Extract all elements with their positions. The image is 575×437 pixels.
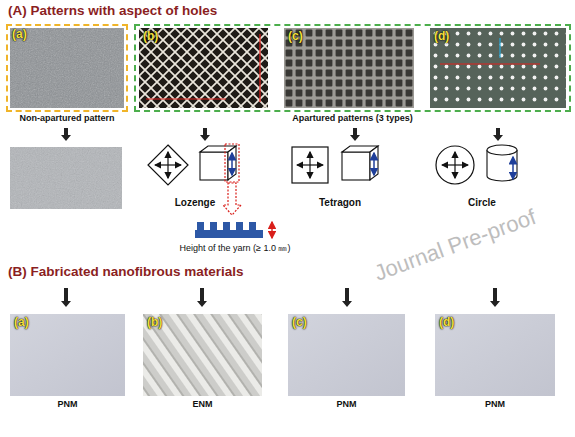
- photo-tag: (c): [292, 316, 307, 330]
- nonapertured-photo: [10, 28, 124, 108]
- tetragon-shape: [292, 147, 328, 183]
- direction-arrow: [167, 152, 168, 178]
- caption: Non-apartured pattern: [19, 113, 114, 123]
- pattern-photo: (b): [139, 28, 268, 108]
- height-arrow: [373, 153, 375, 175]
- membrane-photo: [288, 314, 405, 396]
- shape-label: Lozenge: [175, 197, 216, 209]
- yarn-tooth: [210, 222, 217, 230]
- photo-tag: (b): [143, 30, 158, 44]
- photo-tag: (b): [147, 316, 162, 330]
- pattern-photo: (c): [284, 28, 414, 108]
- watermark: Journal Pre-proof: [371, 204, 539, 286]
- section-heading: (A) Patterns with aspect of holes: [8, 3, 217, 19]
- yarn-tooth: [223, 222, 230, 230]
- scale-line: [440, 63, 540, 64]
- cube-side: [370, 146, 378, 180]
- cube-front: [200, 152, 228, 180]
- dimension-label: Height of the yarn (≥ 1.0 ㎜): [180, 243, 291, 253]
- pattern-photo: (d): [430, 28, 566, 108]
- zoom-arrow: [223, 183, 241, 215]
- zoom-box: [225, 144, 239, 182]
- cube-front: [342, 152, 370, 180]
- down-arrow: [61, 288, 71, 307]
- down-arrow: [350, 128, 360, 141]
- tetragon-photo: [284, 28, 414, 108]
- material-photo: (c)PNM: [288, 314, 405, 396]
- circle-shape: [436, 146, 474, 184]
- hole-shape: Lozenge: [145, 143, 245, 210]
- circle-photo: [430, 28, 566, 108]
- caption: PNM: [485, 399, 505, 409]
- down-arrow: [200, 128, 210, 141]
- direction-arrow: [309, 152, 310, 178]
- membrane-photo: [143, 314, 262, 396]
- lozenge-photo: [139, 28, 268, 108]
- yarn-tooth: [236, 222, 243, 230]
- height-arrow: [512, 157, 514, 179]
- photo-tag: (a): [12, 28, 27, 42]
- height-arrow: [231, 153, 233, 175]
- down-arrow: [493, 128, 503, 141]
- material-photo: (b)ENM: [143, 314, 262, 396]
- scale-line: [499, 38, 500, 58]
- caption: Apartured patterns (3 types): [292, 113, 413, 123]
- lozenge-shape: [148, 145, 188, 185]
- caption: ENM: [193, 399, 213, 409]
- yarn-tooth: [197, 222, 204, 230]
- cylinder-top: [487, 145, 517, 155]
- down-arrow: [197, 288, 207, 307]
- photo-tag: (d): [439, 316, 454, 330]
- texture-photo: [10, 147, 122, 209]
- yarn-tooth: [249, 222, 256, 230]
- down-arrow: [342, 288, 352, 307]
- photo-tag: (c): [288, 30, 303, 44]
- membrane-photo: [10, 314, 125, 396]
- pattern-photo: (a)Non-apartured pattern: [6, 24, 128, 112]
- membrane-photo: [435, 314, 555, 396]
- photo-texture: [10, 147, 122, 209]
- yarn-base: [195, 230, 263, 238]
- section-heading: (B) Fabricated nanofibrous materials: [8, 264, 244, 280]
- scale-line: [146, 34, 260, 102]
- height-arrow: [271, 222, 272, 238]
- material-photo: (a)PNM: [10, 314, 125, 396]
- caption: PNM: [337, 399, 357, 409]
- photo-tag: (d): [434, 30, 449, 44]
- down-arrow: [490, 288, 500, 307]
- direction-arrow: [454, 152, 455, 178]
- pattern-group: (b)(c)(d)Apartured patterns (3 types): [134, 24, 571, 112]
- photo-texture: [10, 28, 124, 108]
- shape-label: Circle: [468, 197, 496, 209]
- hole-shape: Circle: [434, 143, 530, 210]
- cube-side: [228, 146, 236, 180]
- caption: PNM: [58, 399, 78, 409]
- hole-shape: Tetragon: [290, 143, 390, 210]
- material-photo: (d)PNM: [435, 314, 555, 396]
- down-arrow: [61, 128, 71, 141]
- photo-tag: (a): [14, 316, 29, 330]
- shape-label: Tetragon: [319, 197, 361, 209]
